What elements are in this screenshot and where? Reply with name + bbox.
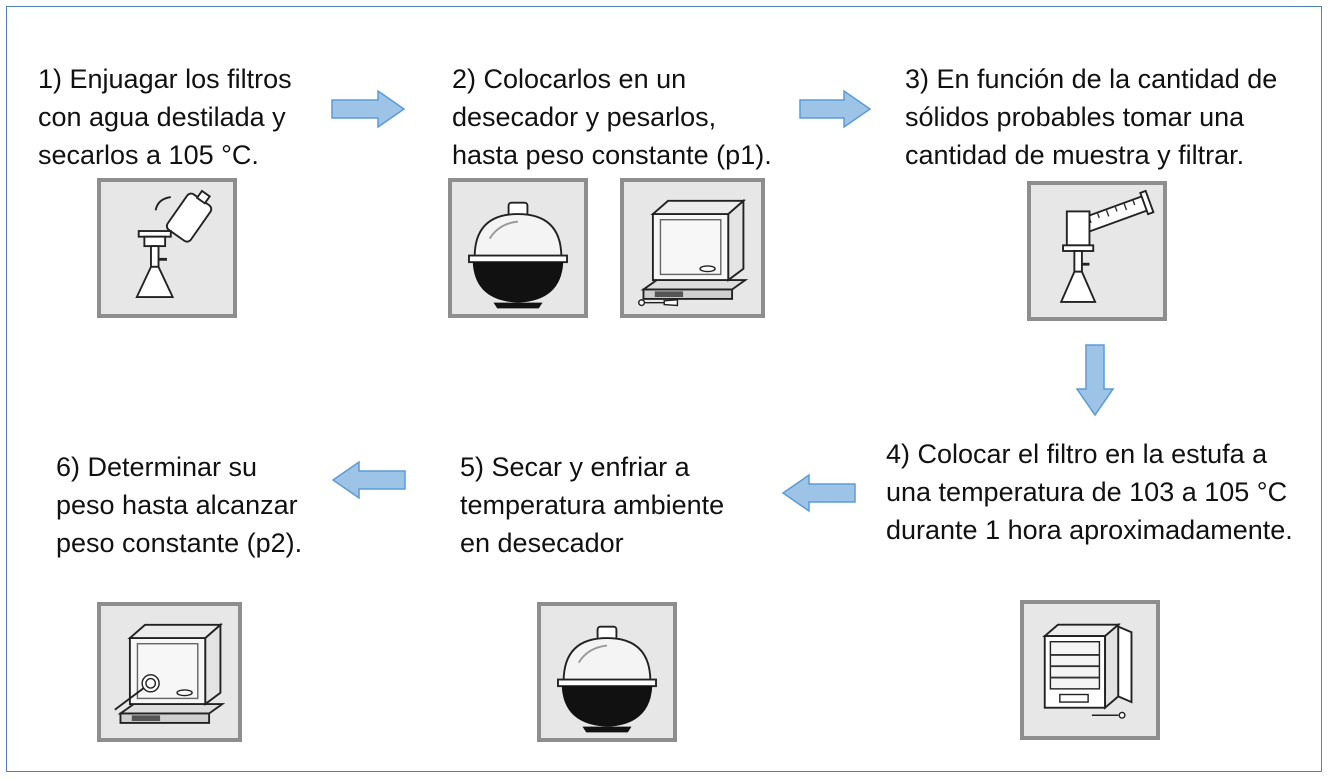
step-1-image — [97, 178, 237, 318]
graduated-cylinder-filter-flask-icon — [1059, 189, 1155, 303]
step-5-image — [537, 602, 677, 742]
step-3-text: 3) En función de la cantidad de sólidos … — [905, 64, 1278, 170]
desiccator-icon — [541, 606, 673, 738]
step-2-image-desiccator — [448, 178, 588, 318]
analytical-balance-icon — [638, 182, 761, 307]
arrow-step3-to-step4 — [1075, 344, 1115, 417]
step-4-image — [1020, 600, 1160, 740]
analytical-balance-icon — [114, 606, 238, 738]
step-4-text: 4) Colocar el filtro en la estufa a una … — [886, 439, 1293, 545]
step-5-text: 5) Secar y enfriar a temperatura ambient… — [460, 452, 725, 558]
step-2-text: 2) Colocarlos en un desecador y pesarlos… — [452, 64, 772, 170]
arrow-step4-to-step5 — [781, 473, 856, 513]
step-6-text: 6) Determinar su peso hasta alcanzar pes… — [56, 452, 303, 558]
arrow-step2-to-step3 — [799, 89, 872, 129]
desiccator-icon — [452, 182, 584, 314]
drying-oven-icon — [1042, 622, 1133, 719]
step-3-image — [1027, 181, 1167, 321]
arrow-step5-to-step6 — [331, 460, 406, 500]
step-2-image-balance — [620, 178, 765, 318]
arrow-step1-to-step2 — [331, 89, 406, 129]
step-1-text: 1) Enjuagar los filtros con agua destila… — [38, 64, 292, 170]
step-6-image — [97, 602, 242, 742]
wash-bottle-filter-flask-icon — [135, 189, 213, 298]
